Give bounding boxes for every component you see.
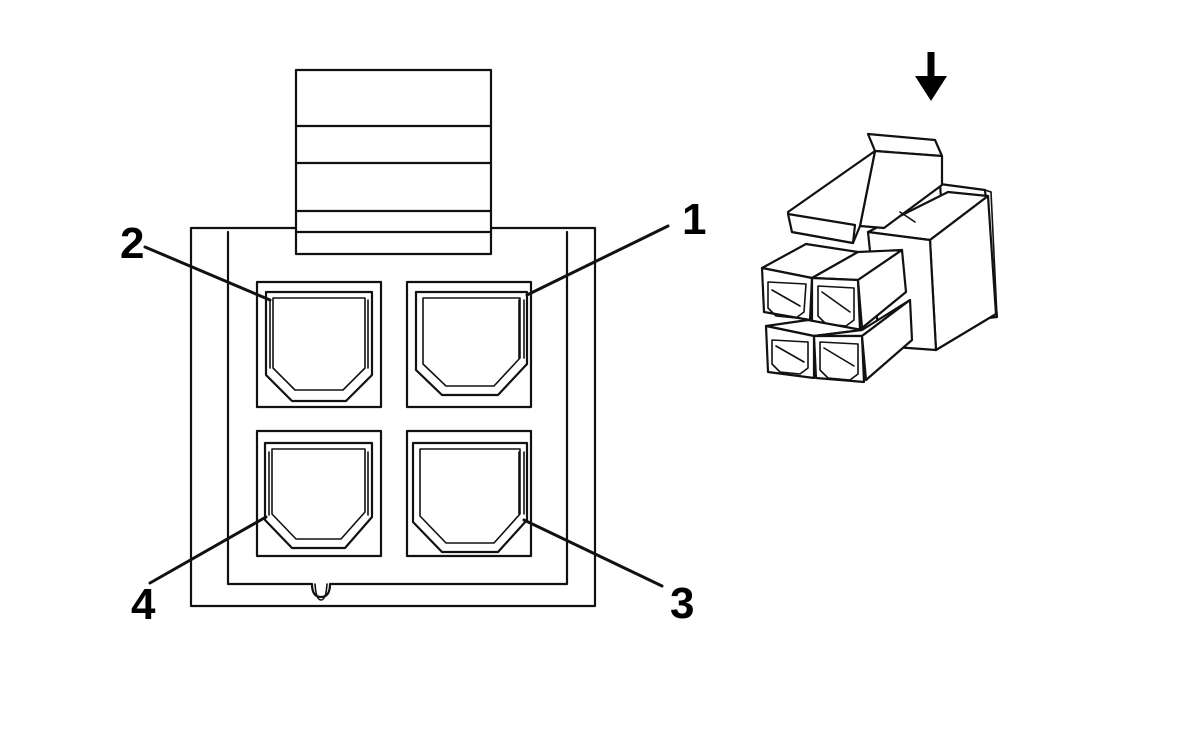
connector-isometric-view xyxy=(760,52,999,384)
leader-line-1 xyxy=(525,224,670,297)
arrow-down-icon xyxy=(915,52,947,101)
pin-cavity-3 xyxy=(405,429,533,558)
connector-front-view: 1 2 3 4 xyxy=(120,68,706,629)
pin-label-2: 2 xyxy=(120,219,144,268)
pin-label-3: 3 xyxy=(670,579,694,628)
housing-notch xyxy=(314,583,328,601)
pin-cavity-1 xyxy=(405,280,533,409)
leader-line-3 xyxy=(522,518,664,588)
pin-cavity-4 xyxy=(255,429,383,558)
pin-label-4: 4 xyxy=(131,580,156,629)
housing-inner xyxy=(226,230,569,599)
leader-line-4 xyxy=(148,515,268,585)
latch-tab xyxy=(294,68,493,256)
housing-outer xyxy=(189,226,597,608)
leader-line-2 xyxy=(143,245,272,302)
pin-label-1: 1 xyxy=(682,195,706,244)
pin-cavity-2 xyxy=(255,280,383,409)
